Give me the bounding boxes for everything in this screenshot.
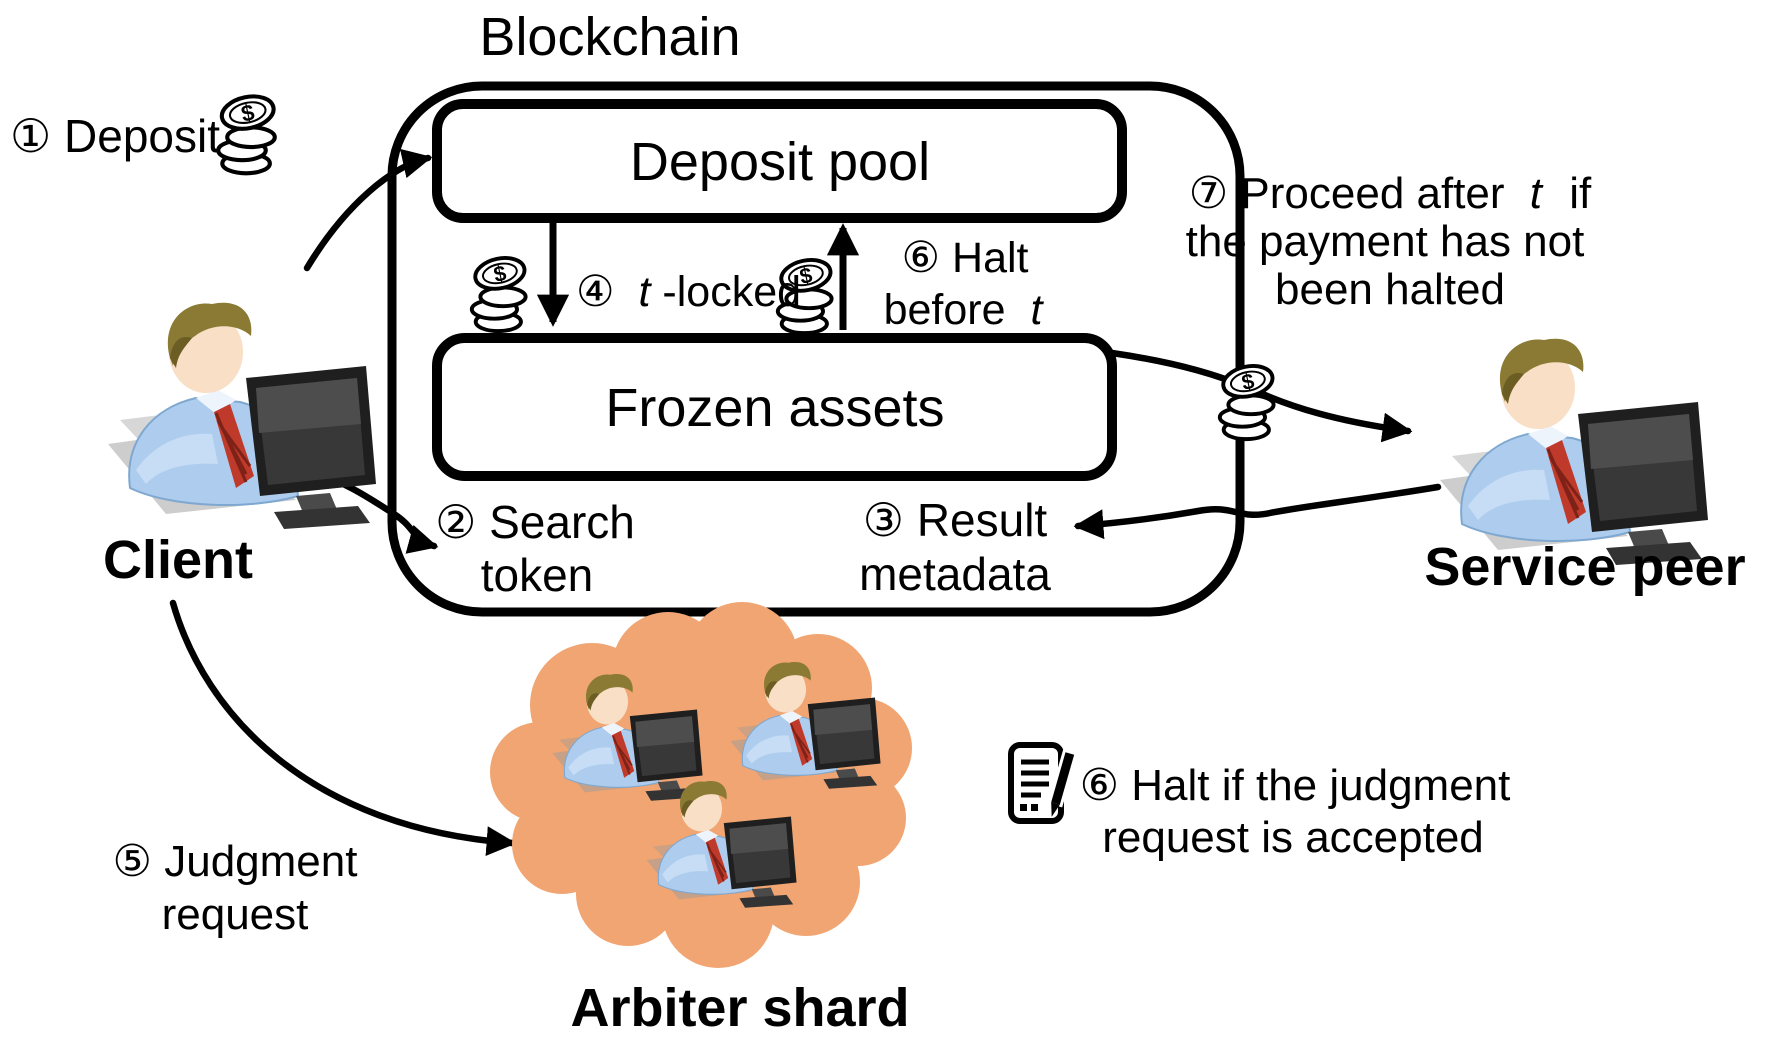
step6b-line1: ⑥ Halt if the judgment <box>1080 761 1511 810</box>
judgment-request-arrow <box>169 599 517 857</box>
client-label: Client <box>103 530 253 590</box>
client-avatar <box>106 301 378 531</box>
step2-line2: token <box>481 549 594 601</box>
step6a-line2-pre: before <box>884 286 1006 334</box>
blockchain-title: Blockchain <box>479 7 740 67</box>
step5-line2: request <box>162 890 309 939</box>
step7-t: t <box>1530 169 1544 218</box>
step5-line1: ⑤ Judgment <box>113 837 358 886</box>
arbiter-shard-label: Arbiter shard <box>570 978 909 1038</box>
step1-deposit-label: ① Deposit <box>10 110 220 162</box>
step7-line1-pre: ⑦ Proceed after <box>1189 169 1505 218</box>
step4-num: ④ <box>576 268 615 316</box>
step7-line1-post: if <box>1569 169 1592 218</box>
coin-stack-icon-payment <box>1217 359 1278 442</box>
step5-judgment-request-label: ⑤ Judgment request <box>113 837 358 939</box>
step6a-line1: ⑥ Halt <box>902 234 1029 282</box>
step7-line1: ⑦ Proceed after t if <box>1189 169 1592 218</box>
step6b-line2: request is accepted <box>1102 813 1484 862</box>
step6b-halt-if-label: ⑥ Halt if the judgment request is accept… <box>1080 761 1511 862</box>
step4-t: t <box>639 268 653 316</box>
deposit-arrow <box>303 148 433 272</box>
step2-line1: ② Search <box>435 496 635 548</box>
step6a-t: t <box>1030 286 1044 334</box>
coin-stack-icon-tlocked <box>469 251 530 334</box>
step4-rest: -locked <box>662 268 801 316</box>
step6a-line2: before t <box>884 286 1045 334</box>
step7-proceed-label: ⑦ Proceed after t if the payment has not… <box>1186 169 1592 314</box>
result-metadata-arrow <box>1073 483 1442 540</box>
service-peer-avatar <box>1438 337 1710 567</box>
judgment-document-icon <box>1011 745 1078 821</box>
deposit-pool-box <box>432 99 1127 223</box>
step4-tlocked-label: ④ t -locked <box>576 268 801 316</box>
step6a-halt-before-label: ⑥ Halt before t <box>884 234 1045 334</box>
frozen-assets-label: Frozen assets <box>605 378 944 438</box>
deposit-pool-label: Deposit pool <box>630 132 930 192</box>
frozen-assets-box <box>432 333 1117 481</box>
step7-line3: been halted <box>1275 265 1505 314</box>
step3-line2: metadata <box>859 548 1051 600</box>
step3-line1: ③ Result <box>863 494 1048 546</box>
coin-stack-icon-deposit <box>218 92 276 173</box>
step3-result-metadata-label: ③ Result metadata <box>859 494 1051 600</box>
step2-search-token-label: ② Search token <box>435 496 635 601</box>
step7-line2: the payment has not <box>1186 217 1585 266</box>
service-peer-label: Service peer <box>1424 537 1745 597</box>
